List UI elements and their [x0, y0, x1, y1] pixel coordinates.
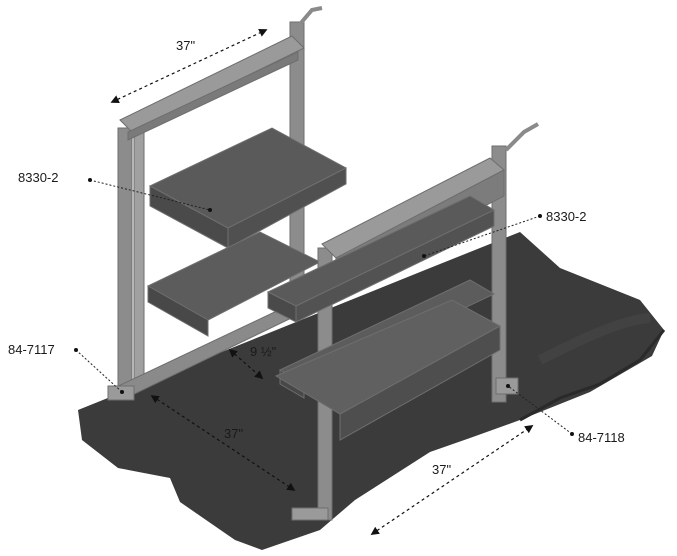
dimension-arrows [110, 29, 534, 535]
dimension-bottom-width: 37" [432, 462, 451, 477]
callout-foot-left: 84-7117 [8, 342, 55, 357]
dimension-front-width: 37" [224, 426, 243, 441]
top-width-arrow [110, 29, 268, 103]
dimension-top-width: 37" [176, 38, 195, 53]
front-width-arrow [150, 395, 296, 491]
callout-shelf-right: 8330-2 [546, 209, 586, 224]
bottom-width-arrow [370, 425, 534, 535]
callout-foot-right: 84-7118 [578, 430, 625, 445]
dimension-shelf-gap: 9 ½" [250, 344, 277, 359]
right-shelf-unit [107, 122, 539, 521]
callout-shelf-left: 8330-2 [18, 170, 58, 185]
callout-leaders [74, 178, 574, 436]
shelf-gap-arrow [228, 348, 264, 380]
